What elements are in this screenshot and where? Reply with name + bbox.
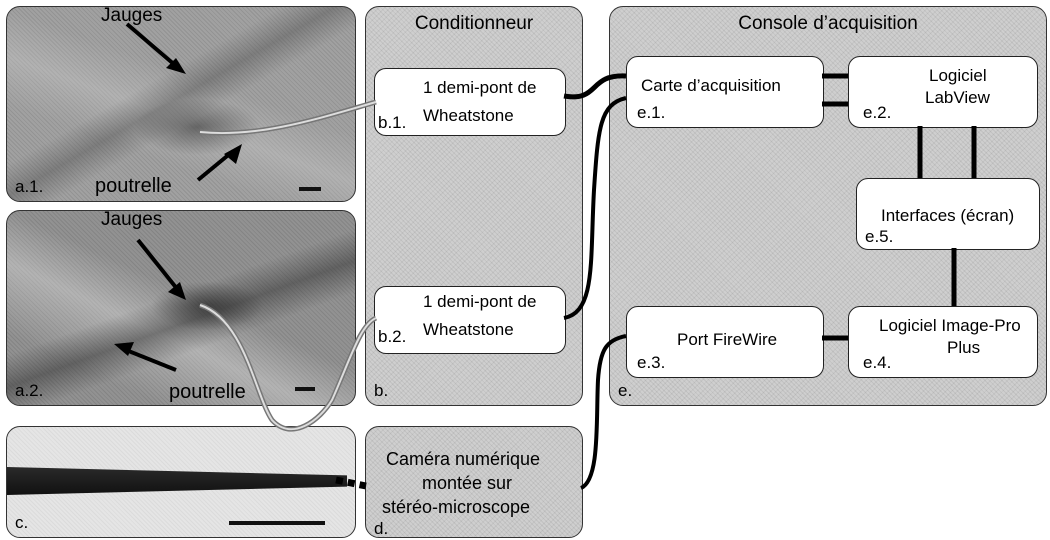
arrow-poutrelle-a2 [125, 348, 177, 372]
acquisition-card-id: e.1. [637, 103, 666, 122]
wheatstone-b1-id: b.1. [378, 113, 407, 132]
acquisition-card-box: Carte d’acquisition e.1. [626, 56, 824, 128]
gauge-cable-1-core [199, 101, 377, 135]
beam-caption-a1: poutrelle [95, 175, 172, 197]
scale-bar-c [229, 521, 325, 525]
gauge-cable-1 [199, 99, 377, 136]
imagepro-box: Logiciel Image-Pro Plus e.4. [848, 306, 1038, 378]
wire-b2-to-e1 [563, 96, 627, 320]
photo-label-a2: a.2. [15, 381, 44, 400]
gauge-caption-a2: Jauges [101, 210, 163, 230]
arrow-jauges-a1 [125, 22, 178, 68]
arrowhead-jauges-a2 [168, 282, 186, 300]
wheatstone-b1-line2: Wheatstone [423, 106, 514, 125]
interfaces-id: e.5. [865, 227, 894, 246]
labview-line1: Logiciel [929, 66, 987, 85]
photo-a1: Jauges poutrelle a.1. [6, 6, 356, 202]
camera-line2: montée sur [422, 473, 513, 493]
dashed-link-c-to-d [335, 476, 367, 490]
beam-caption-a2: poutrelle [169, 381, 246, 403]
gauge-caption-a1: Jauges [101, 6, 163, 26]
wire-b1-to-e1 [563, 73, 627, 100]
camera-panel: Caméra numérique montée sur stéréo-micro… [365, 426, 583, 538]
gauge-cable-2-core [199, 304, 377, 431]
acquisition-card-text: Carte d’acquisition [641, 76, 781, 95]
camera-line1: Caméra numérique [386, 449, 541, 469]
interfaces-text: Interfaces (écran) [881, 206, 1015, 225]
labview-id: e.2. [863, 103, 892, 122]
camera-line3: stéréo-microscope [382, 497, 531, 517]
arrow-jauges-a2 [136, 238, 180, 292]
conditioner-label: b. [374, 381, 389, 400]
wheatstone-b2-line1: 1 demi-pont de [423, 292, 537, 311]
labview-line2: LabView [925, 88, 990, 107]
camera-id: d. [374, 519, 389, 538]
wheatstone-b1-line1: 1 demi-pont de [423, 78, 537, 97]
wheatstone-box-b1: 1 demi-pont de Wheatstone b.1. [374, 68, 566, 136]
photo-a2: Jauges poutrelle a.2. [6, 210, 356, 406]
interfaces-box: Interfaces (écran) e.5. [856, 178, 1040, 250]
console-title: Console d’acquisition [738, 13, 918, 34]
imagepro-line1: Logiciel Image-Pro [879, 316, 1021, 335]
wheatstone-box-b2: 1 demi-pont de Wheatstone b.2. [374, 286, 566, 354]
arrowhead-jauges-a1 [166, 58, 186, 74]
photo-label-a1: a.1. [15, 177, 44, 196]
conditioner-title: Conditionneur [414, 13, 534, 34]
wheatstone-b2-line2: Wheatstone [423, 320, 514, 339]
arrow-poutrelle-a1 [196, 150, 234, 182]
wire-d-to-e3 [579, 334, 627, 490]
firewire-id: e.3. [637, 353, 666, 372]
imagepro-line2: Plus [947, 338, 981, 357]
scale-bar-a1 [299, 187, 321, 191]
photo-label-c: c. [15, 513, 29, 532]
console-label: e. [618, 381, 633, 400]
labview-box: Logiciel LabView e.2. [848, 56, 1038, 128]
wheatstone-b2-id: b.2. [378, 327, 407, 346]
scale-bar-a2 [295, 387, 315, 391]
arrowhead-poutrelle-a2 [114, 342, 134, 356]
arrowhead-poutrelle-a1 [224, 144, 242, 164]
imagepro-id: e.4. [863, 353, 892, 372]
photo-c: c. [6, 426, 356, 538]
firewire-text: Port FireWire [677, 330, 778, 349]
firewire-box: Port FireWire e.3. [626, 306, 824, 378]
